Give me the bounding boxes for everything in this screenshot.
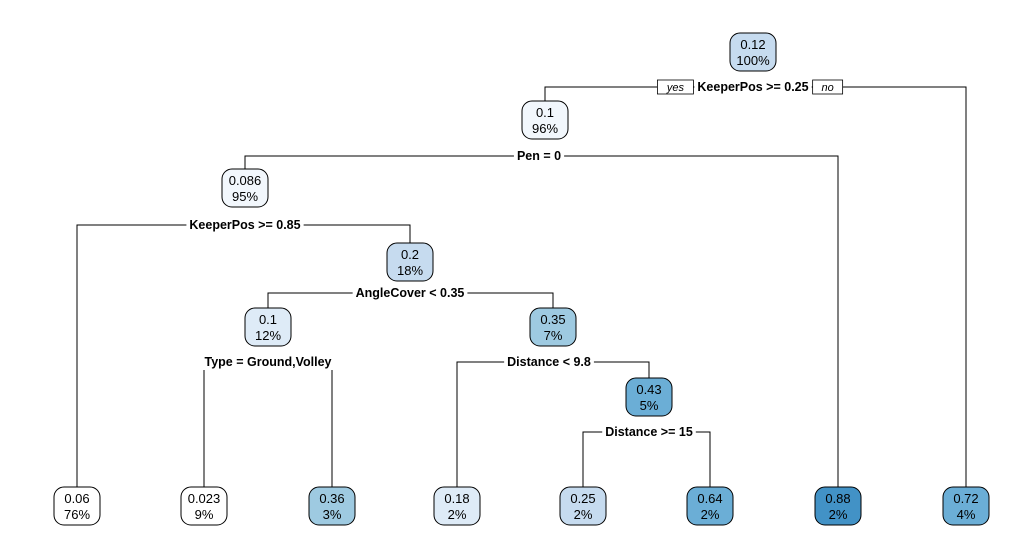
node-percent: 18% [397, 263, 423, 278]
split-label-n4: AngleCover < 0.35 [356, 286, 465, 300]
split-label-bg [352, 285, 468, 301]
split-label-n3: KeeperPos >= 0.85 [189, 218, 300, 232]
node-value: 0.023 [188, 491, 221, 506]
node-value: 0.72 [953, 491, 978, 506]
node-n4: 0.218% [386, 242, 434, 282]
node-value: 0.36 [319, 491, 344, 506]
split-label-n1: KeeperPos >= 0.25 [697, 80, 808, 94]
node-percent: 2% [701, 507, 720, 522]
leaf-l8: 0.724% [942, 486, 990, 526]
node-value: 0.64 [697, 491, 722, 506]
node-box [521, 100, 569, 140]
node-percent: 4% [957, 507, 976, 522]
no-tag-label: no [822, 82, 834, 94]
yes-tag [657, 79, 694, 95]
node-box [814, 486, 862, 526]
node-box [942, 486, 990, 526]
split-label-bg [602, 424, 696, 440]
node-percent: 5% [640, 398, 659, 413]
node-box [244, 307, 292, 347]
nodes: 0.12100%0.196%0.08695%0.218%0.112%0.357%… [53, 32, 990, 526]
split-label-n2: Pen = 0 [517, 149, 561, 163]
split-label-bg [513, 148, 565, 164]
split-label-bg [694, 79, 812, 95]
node-value: 0.2 [401, 247, 419, 262]
node-box [529, 307, 577, 347]
edge-n5 [203, 361, 333, 487]
node-value: 0.06 [64, 491, 89, 506]
node-value: 0.1 [259, 312, 277, 327]
split-label-n5: Type = Ground,Volley [205, 355, 332, 369]
node-percent: 96% [532, 121, 558, 136]
node-percent: 2% [574, 507, 593, 522]
node-box [180, 486, 228, 526]
node-percent: 9% [195, 507, 214, 522]
split-label-n6: Distance < 9.8 [507, 355, 591, 369]
node-n7: 0.435% [625, 377, 673, 417]
node-n5: 0.112% [244, 307, 292, 347]
node-percent: 7% [544, 328, 563, 343]
split-label-bg [504, 354, 594, 370]
leaf-l5: 0.252% [559, 486, 607, 526]
node-percent: 95% [232, 189, 258, 204]
no-tag [812, 79, 844, 95]
node-box [686, 486, 734, 526]
node-percent: 3% [323, 507, 342, 522]
node-percent: 2% [829, 507, 848, 522]
node-box [729, 32, 777, 72]
node-percent: 76% [64, 507, 90, 522]
node-box [625, 377, 673, 417]
leaf-l6: 0.642% [686, 486, 734, 526]
edges [76, 86, 967, 487]
node-value: 0.12 [740, 37, 765, 52]
node-value: 0.88 [825, 491, 850, 506]
node-percent: 2% [448, 507, 467, 522]
node-box [386, 242, 434, 282]
leaf-l7: 0.882% [814, 486, 862, 526]
node-box [308, 486, 356, 526]
split-label-n7: Distance >= 15 [605, 425, 693, 439]
node-value: 0.25 [570, 491, 595, 506]
node-box [433, 486, 481, 526]
yes-tag-label: yes [666, 82, 685, 94]
node-percent: 12% [255, 328, 281, 343]
leaf-l4: 0.182% [433, 486, 481, 526]
split-label-bg [186, 217, 304, 233]
node-value: 0.43 [636, 382, 661, 397]
edge-n7 [582, 431, 711, 487]
split-label-bg [201, 354, 335, 370]
node-box [559, 486, 607, 526]
node-value: 0.18 [444, 491, 469, 506]
node-n2: 0.196% [521, 100, 569, 140]
node-value: 0.086 [229, 173, 262, 188]
node-percent: 100% [736, 53, 770, 68]
node-box [53, 486, 101, 526]
node-value: 0.35 [540, 312, 565, 327]
node-box [221, 168, 269, 208]
node-n6: 0.357% [529, 307, 577, 347]
leaf-l3: 0.363% [308, 486, 356, 526]
node-value: 0.1 [536, 105, 554, 120]
